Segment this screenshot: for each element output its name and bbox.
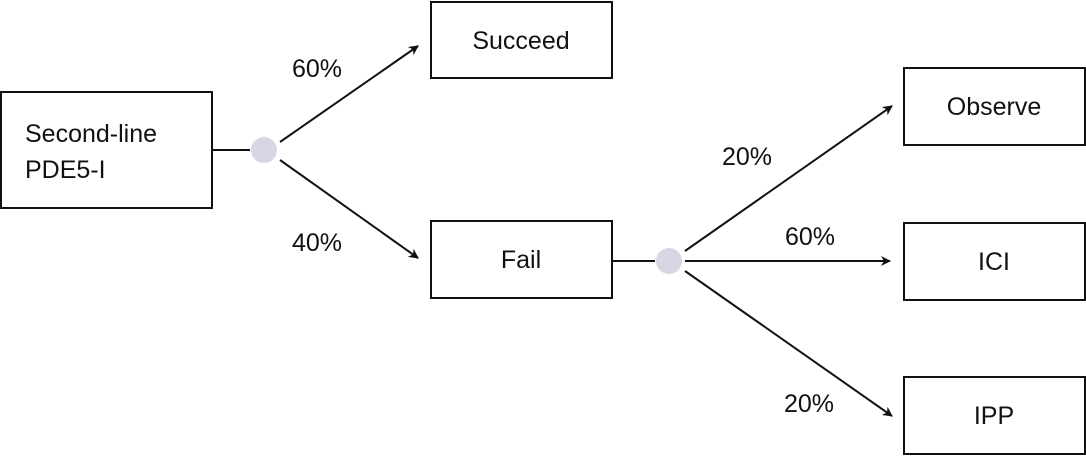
node-fail: Fail	[430, 220, 613, 299]
node-label-fail: Fail	[501, 246, 541, 274]
node-ici: ICI	[903, 222, 1086, 301]
node-succeed: Succeed	[430, 1, 613, 79]
edge-to-observe	[684, 105, 893, 252]
edge-to-fail	[279, 159, 419, 259]
node-second-line-pde5i: Second-line PDE5-I	[0, 91, 213, 209]
probability-label-ici: 60%	[785, 223, 835, 251]
node-label-ici: ICI	[978, 248, 1010, 276]
chance-node-2	[656, 248, 682, 274]
edge-to-succeed	[279, 45, 419, 143]
node-label-observe: Observe	[947, 93, 1041, 121]
probability-label-fail: 40%	[292, 229, 342, 257]
probability-label-observe: 20%	[722, 143, 772, 171]
edge-to-ipp	[684, 270, 893, 417]
node-box-observe	[903, 67, 1086, 146]
node-label-succeed: Succeed	[472, 27, 569, 55]
node-box-succeed	[430, 1, 613, 79]
node-box-fail	[430, 220, 613, 299]
probability-label-succeed: 60%	[292, 55, 342, 83]
node-box-ipp	[903, 376, 1086, 455]
chance-node-1	[251, 137, 277, 163]
node-observe: Observe	[903, 67, 1086, 146]
node-box-root	[0, 91, 213, 209]
node-box-ici	[903, 222, 1086, 301]
node-label-ipp: IPP	[974, 402, 1014, 430]
node-label-root-line2: PDE5-I	[25, 156, 106, 184]
probability-label-ipp: 20%	[784, 390, 834, 418]
node-label-root-line1: Second-line	[25, 120, 157, 148]
node-ipp: IPP	[903, 376, 1086, 455]
